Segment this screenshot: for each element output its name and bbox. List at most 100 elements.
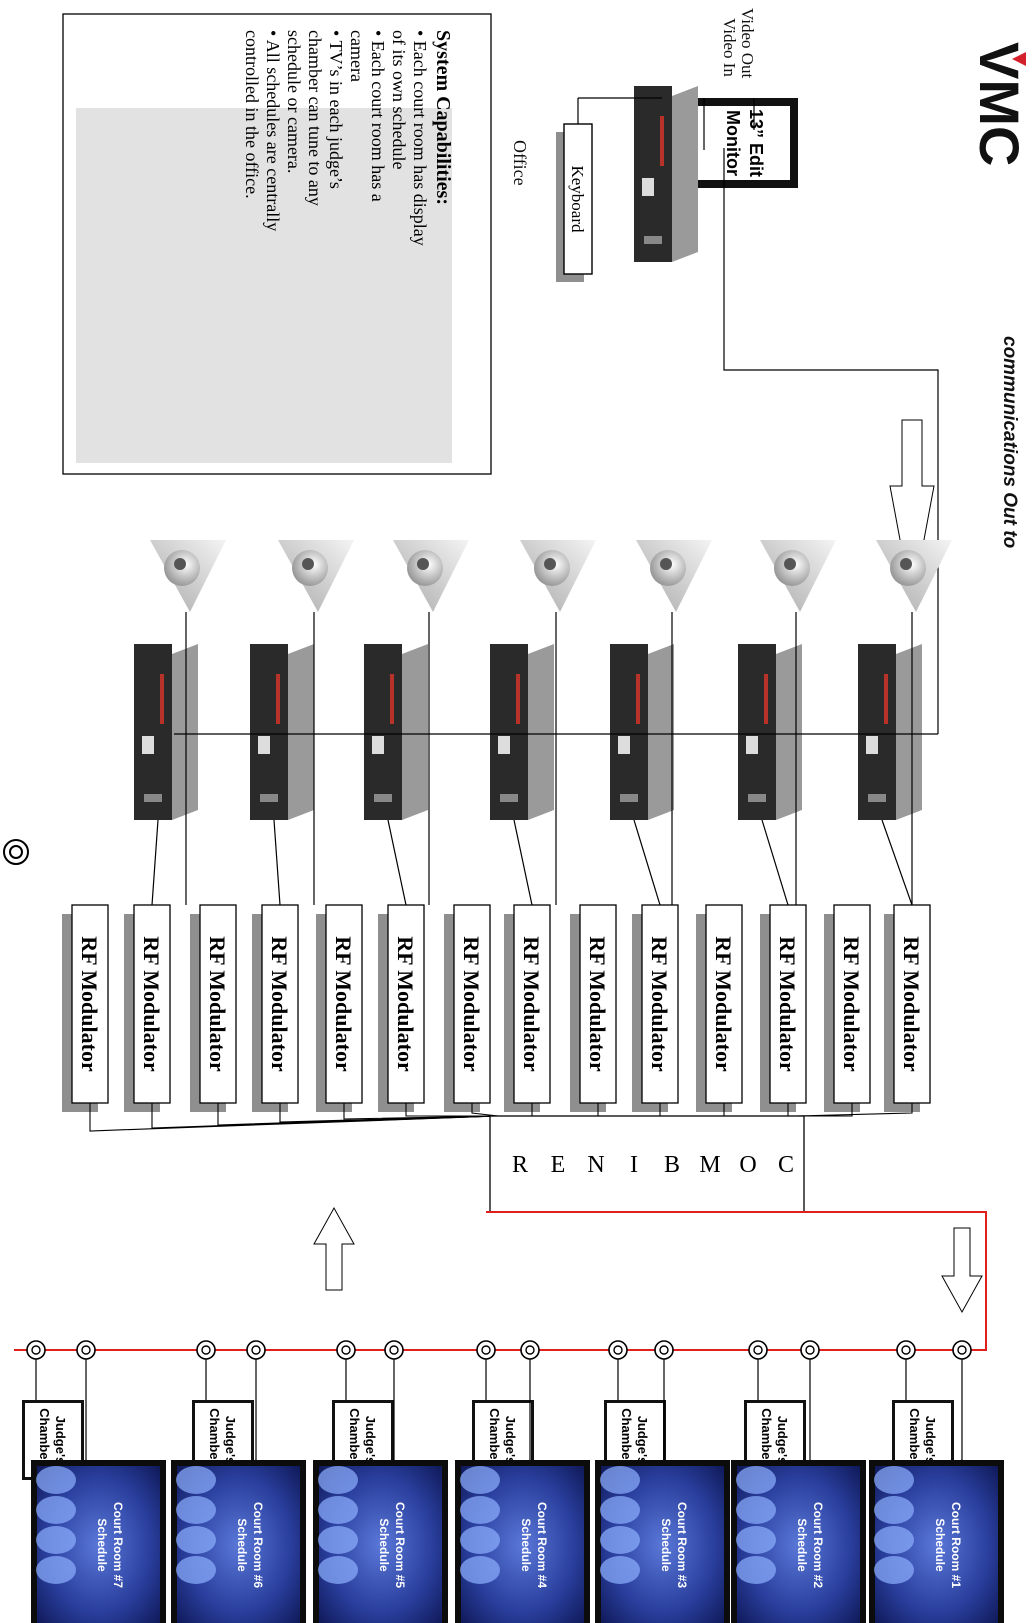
capabilities-list: • Each court room has displayof its own …: [242, 30, 430, 246]
office-scheduler-device: [634, 86, 698, 262]
rf-modulator-label: RF Modulator: [775, 936, 800, 1072]
chambers-label: Chambers: [347, 1408, 362, 1472]
office-device-body: [634, 86, 698, 262]
dome-camera-icon: [520, 540, 596, 612]
rf-modulator: RF Modulator: [190, 904, 237, 1112]
courtroom-sub: Schedule: [519, 1518, 533, 1572]
chambers-label: Chambers: [759, 1408, 774, 1472]
rf-modulator: RF Modulator: [570, 904, 617, 1112]
capability-item: • Each court room has acamera: [347, 30, 388, 202]
combiner-letter: E: [551, 1152, 566, 1178]
rf-modulator: RF Modulator: [632, 904, 679, 1112]
dome-camera-icon: [636, 540, 712, 612]
courtroom-sub: Schedule: [795, 1518, 809, 1572]
logo-mark-icon: [1012, 52, 1026, 66]
rf-modulator-label: RF Modulator: [839, 936, 864, 1072]
video-in-label: Video In: [720, 18, 739, 77]
rf-modulator: RF Modulator: [124, 904, 171, 1112]
courtroom-sub: Schedule: [659, 1518, 673, 1572]
combiner-letter: O: [739, 1152, 756, 1178]
dome-camera-icon: [876, 540, 952, 612]
tagline: communications Out to: [999, 336, 1020, 548]
video-scheduler-unit-icon: [134, 644, 198, 820]
courtroom-sub: Schedule: [235, 1518, 249, 1572]
courtroom-name: Court Room #3: [675, 1502, 689, 1588]
judges-chambers-row: Judge'sChambersJudge'sChambersJudge'sCha…: [22, 1340, 972, 1480]
rf-modulator-label: RF Modulator: [331, 936, 356, 1072]
chambers-label: Judge's: [775, 1416, 790, 1465]
combiner-letter: N: [587, 1152, 604, 1178]
courtroom-sub: Schedule: [377, 1518, 391, 1572]
chambers-label: Judge's: [635, 1416, 650, 1465]
capabilities-title: System Capabilities:: [432, 30, 454, 205]
courtroom-name: Court Room #5: [393, 1502, 407, 1588]
rf-modulator: RF Modulator: [378, 904, 425, 1112]
capability-item: • All schedules are centrallycontrolled …: [242, 30, 283, 231]
courtroom-name: Court Room #6: [251, 1502, 265, 1588]
chambers-label: Judge's: [53, 1416, 68, 1465]
video-scheduler-unit-icon: [610, 644, 674, 820]
rf-modulator-label: RF Modulator: [711, 936, 736, 1072]
dome-camera-icon: [760, 540, 836, 612]
keyboard: Keyboard: [556, 97, 662, 282]
monitor-label-line2: Monitor: [723, 110, 743, 176]
signal-flow-arrow-icon: [941, 1227, 983, 1314]
rotated-layer: VMC communications Out to 13” Edit Monit…: [3, 8, 1031, 1623]
video-scheduler-unit-icon: [364, 644, 428, 820]
monitor-label-line1: 13” Edit: [746, 109, 766, 177]
rf-modulator-label: RF Modulator: [205, 936, 230, 1072]
rf-distribution-line: [14, 1211, 987, 1351]
edit-monitor: 13” Edit Monitor: [681, 98, 798, 188]
rf-modulator-label: RF Modulator: [647, 936, 672, 1072]
rf-modulator-label: RF Modulator: [139, 936, 164, 1072]
combiner-letter: M: [699, 1152, 720, 1178]
wiring: [89, 612, 939, 1132]
camera-row: [150, 540, 952, 612]
rf-modulator: RF Modulator: [62, 904, 109, 1112]
dome-camera-icon: [150, 540, 226, 612]
chambers-label: Chambers: [207, 1408, 222, 1472]
scheduler-device-row: [134, 644, 922, 820]
combiner-letter: I: [630, 1152, 638, 1178]
rf-modulator-label: RF Modulator: [393, 936, 418, 1072]
courtroom-name: Court Room #1: [949, 1502, 963, 1588]
courtroom-name: Court Room #7: [111, 1502, 125, 1588]
courtroom-sub: Schedule: [933, 1518, 947, 1572]
chambers-label: Judge's: [503, 1416, 518, 1465]
rf-modulator-label: RF Modulator: [459, 936, 484, 1072]
rf-modulator-label: RF Modulator: [585, 936, 610, 1072]
rf-modulator: RF Modulator: [444, 904, 491, 1112]
rf-modulator-label: RF Modulator: [899, 936, 924, 1072]
rf-modulator: RF Modulator: [316, 904, 363, 1112]
chambers-label: Chambers: [907, 1408, 922, 1472]
chambers-label: Judge's: [363, 1416, 378, 1465]
rf-modulator: RF Modulator: [884, 904, 931, 1112]
video-scheduler-unit-icon: [250, 644, 314, 820]
combiner-letter: C: [778, 1152, 794, 1178]
capabilities-panel: System Capabilities: • Each court room h…: [62, 13, 492, 475]
video-scheduler-unit-icon: [490, 644, 554, 820]
chambers-label: Judge's: [223, 1416, 238, 1465]
rf-modulator-label: RF Modulator: [519, 936, 544, 1072]
dome-camera-icon: [278, 540, 354, 612]
courtroom-name: Court Room #4: [535, 1502, 549, 1588]
capability-item: • TV’s in each judge’schamber can tune t…: [284, 30, 346, 206]
keyboard-label: Keyboard: [568, 165, 587, 233]
rf-modulator: RF Modulator: [504, 904, 551, 1112]
capability-item: • Each court room has displayof its own …: [389, 30, 430, 246]
rf-modulator: RF Modulator: [252, 904, 299, 1112]
combiner-letter: R: [512, 1152, 528, 1178]
video-out-label: Video Out: [738, 8, 757, 79]
